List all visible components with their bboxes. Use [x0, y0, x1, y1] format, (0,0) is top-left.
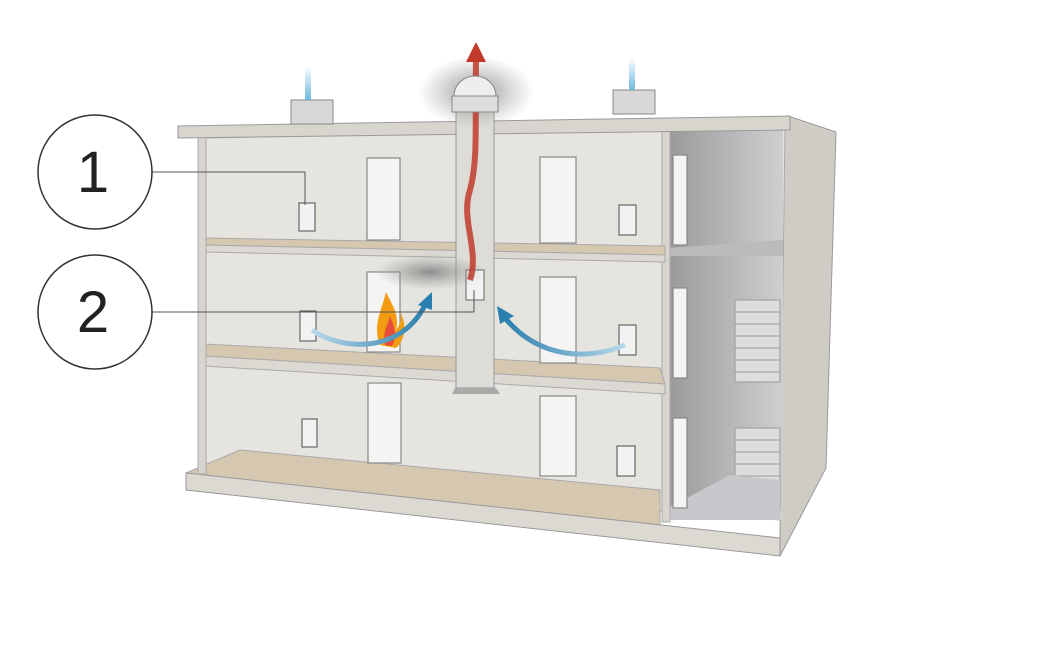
callout-1-number: 1 [77, 140, 109, 205]
vent-dampers [298, 202, 637, 477]
left-wall [197, 135, 207, 475]
air-flow-arrowhead-right [497, 306, 514, 324]
roof-air-inlet-right [612, 89, 656, 115]
side-wall [779, 115, 837, 557]
stairwell-wall [661, 129, 671, 523]
stairs-middle [734, 299, 781, 383]
base-slab [185, 472, 781, 557]
fresh-air-right [629, 58, 635, 90]
air-flow-arrow-left [310, 303, 428, 347]
smoke-exhaust-arrowhead [466, 42, 486, 62]
roof-air-inlet-left [290, 99, 334, 125]
callout-2: 2 [37, 254, 153, 370]
air-flow-arrowhead-left [418, 292, 432, 310]
shaft-base [452, 388, 500, 394]
callout-2-number: 2 [77, 280, 109, 345]
air-flow-arrow-right [503, 316, 626, 357]
fresh-air-left [305, 66, 311, 100]
fire-smoke [375, 254, 485, 290]
roof-smoke-fan [451, 75, 499, 113]
callout-1: 1 [37, 114, 153, 230]
stair-top-landing [668, 240, 783, 256]
stairwell-floor [668, 475, 780, 520]
